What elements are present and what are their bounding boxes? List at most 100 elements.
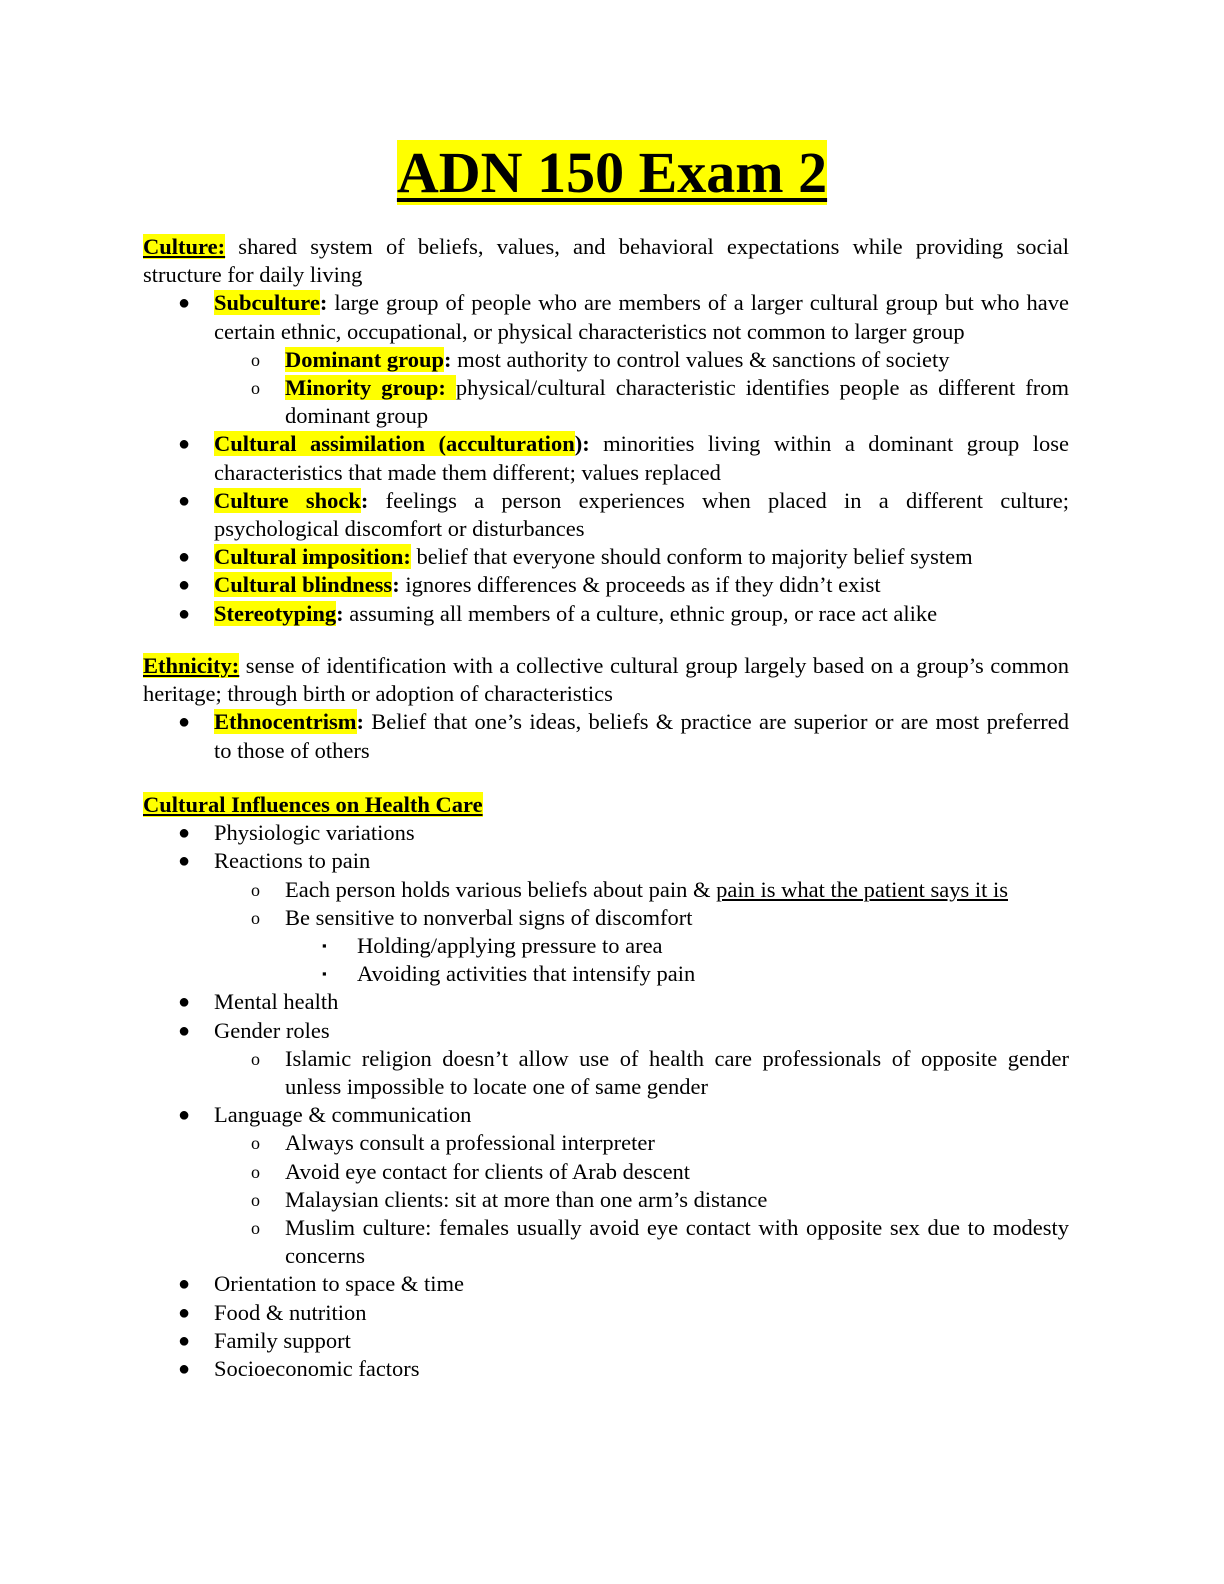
circle-bullet-icon: o	[251, 1161, 260, 1182]
bullet-list: ●Physiologic variations●Reactions to pai…	[143, 819, 1069, 1383]
circle-bullet-icon: o	[251, 1133, 260, 1154]
sub-list: o Islamic religion doesn’t allow use of h…	[143, 1045, 1069, 1101]
bullet-icon: ●	[178, 574, 191, 597]
term: Dominant group	[285, 346, 444, 372]
bullet-icon: ●	[178, 1019, 191, 1042]
item-text: assuming all members of a culture, ethni…	[343, 600, 938, 626]
sub-list: o Each person holds various beliefs about…	[143, 876, 1069, 989]
term: Subculture	[214, 290, 320, 316]
sub-list: ▪ Holding/applying pressure to area ▪ Avoid…	[143, 932, 1069, 988]
term: Cultural blindness	[214, 572, 393, 598]
term-punctuation: :	[319, 290, 328, 316]
term-punctuation: :	[392, 572, 400, 598]
item-text: Always consult a professional interprete…	[285, 1130, 655, 1156]
bullet-icon: ●	[178, 711, 191, 734]
item-text: Family support	[214, 1327, 351, 1353]
underlined-text: pain is what the patient says it is	[716, 876, 1008, 902]
bullet-icon: ●	[178, 602, 191, 625]
bullet-icon: ●	[178, 1301, 191, 1324]
item-text: Orientation to space & time	[214, 1271, 464, 1297]
bullet-list: ● Ethnocentrism: Belief that one’s ideas,…	[143, 708, 1069, 764]
sub-list-wrap: ▪ Holding/applying pressure to area ▪ Avoid…	[143, 932, 1069, 988]
item-text: Socioeconomic factors	[214, 1356, 420, 1382]
item-text: Belief that one’s ideas, beliefs & pract…	[214, 709, 1069, 763]
section-heading: Culture:	[143, 234, 226, 259]
list-item: ● Ethnocentrism: Belief that one’s ideas,…	[143, 708, 1069, 764]
bullet-icon: ●	[178, 850, 191, 873]
item-text: large group of people who are members of…	[214, 290, 1069, 344]
section: Culture: shared system of beliefs, value…	[143, 233, 1069, 628]
bullet-icon: ●	[178, 1273, 191, 1296]
item-text: Language & communication	[214, 1102, 472, 1128]
item-text: Malaysian clients: sit at more than one …	[285, 1186, 768, 1212]
list-item: ▪ Avoiding activities that intensify pain	[143, 960, 1069, 988]
sub-list-wrap: o Each person holds various beliefs about…	[143, 876, 1069, 989]
list-item: ●Cultural assimilation (acculturation): …	[143, 430, 1069, 486]
section-definition: Cultural Influences on Health Care	[143, 791, 1069, 819]
term: Cultural assimilation (acculturation	[214, 431, 575, 457]
sub-list-wrap: o Always consult a professional interpret…	[143, 1129, 1069, 1270]
term-punctuation: :	[444, 346, 452, 372]
item-text: minorities living within a dominant grou…	[214, 431, 1069, 485]
square-bullet-icon: ▪	[322, 938, 327, 954]
section-definition: Culture: shared system of beliefs, value…	[143, 233, 1069, 289]
item-text: Avoid eye contact for clients of Arab de…	[285, 1158, 691, 1184]
item-text: Holding/applying pressure to area	[357, 933, 663, 959]
list-item: ● Food & nutrition	[143, 1299, 1069, 1327]
item-text: feelings a person experiences when place…	[214, 487, 1069, 542]
list-item: ▪ Holding/applying pressure to area	[143, 932, 1069, 960]
list-item: o Dominant group: most authority to contr…	[143, 346, 1069, 374]
list-item: ●Cultural imposition: belief that everyo…	[143, 543, 1069, 571]
list-item: ● Family support	[143, 1327, 1069, 1355]
item-text: most authority to control values & sanct…	[451, 346, 950, 372]
circle-bullet-icon: o	[251, 378, 260, 399]
list-item: ●Culture shock: feelings a person experi…	[143, 487, 1069, 543]
list-item: ● Cultural blindness: ignores differences…	[143, 571, 1069, 599]
list-item: ● Subculture: large group of people who a…	[143, 289, 1069, 345]
list-item: ●Physiologic variations	[143, 819, 1069, 847]
list-item: ●Gender roles	[143, 1017, 1069, 1045]
term: Culture shock	[214, 487, 361, 513]
list-item: ●Reactions to pain	[143, 847, 1069, 875]
definition-text: sense of identification with a collectiv…	[143, 653, 1069, 707]
sub-list: o Always consult a professional interpret…	[143, 1129, 1069, 1270]
bullet-icon: ●	[178, 991, 191, 1014]
list-item: o Always consult a professional interpret…	[143, 1129, 1069, 1157]
bullet-icon: ●	[178, 292, 191, 315]
document-title: ADN 150 Exam 2	[396, 140, 828, 205]
bullet-icon: ●	[178, 1104, 191, 1127]
item-text: belief that everyone should conform to m…	[410, 544, 973, 570]
term: Minority group:	[285, 375, 456, 401]
section-heading: Cultural Influences on Health Care	[143, 792, 483, 817]
item-text: Physiologic variations	[214, 820, 415, 846]
item-text: Each person holds various beliefs about …	[285, 876, 717, 902]
term: Ethnocentrism	[214, 709, 357, 735]
item-text: Islamic religion doesn’t allow use of he…	[285, 1045, 1069, 1100]
list-item: o Avoid eye contact for clients of Arab d…	[143, 1158, 1069, 1186]
list-item: ● Orientation to space & time	[143, 1270, 1069, 1298]
circle-bullet-icon: o	[251, 1048, 260, 1069]
item-text: physical/cultural characteristic identif…	[285, 375, 1069, 429]
section: Ethnicity: sense of identification with …	[143, 652, 1069, 765]
circle-bullet-icon: o	[251, 879, 260, 900]
list-item: ●Mental health	[143, 988, 1069, 1016]
term-punctuation: :	[356, 709, 365, 735]
section: Cultural Influences on Health Care●Physi…	[143, 791, 1069, 1383]
bullet-icon: ●	[178, 1329, 191, 1352]
square-bullet-icon: ▪	[322, 966, 327, 982]
list-item: ●Stereotyping: assuming all members of a…	[143, 600, 1069, 628]
sub-list-wrap: o Islamic religion doesn’t allow use of h…	[143, 1045, 1069, 1101]
section-definition: Ethnicity: sense of identification with …	[143, 652, 1069, 708]
list-item: o Each person holds various beliefs about…	[143, 876, 1069, 904]
sub-list-wrap: o Dominant group: most authority to contr…	[143, 346, 1069, 431]
list-item: ● Language & communication	[143, 1101, 1069, 1129]
circle-bullet-icon: o	[251, 1218, 260, 1239]
item-text: ignores differences & proceeds as if the…	[399, 572, 881, 598]
circle-bullet-icon: o	[251, 349, 260, 370]
item-text: Avoiding activities that intensify pain	[357, 961, 696, 987]
sub-list: o Dominant group: most authority to contr…	[143, 346, 1069, 431]
item-text: Be sensitive to nonverbal signs of disco…	[285, 904, 693, 930]
item-text: Food & nutrition	[214, 1299, 367, 1325]
bullet-icon: ●	[178, 489, 191, 512]
